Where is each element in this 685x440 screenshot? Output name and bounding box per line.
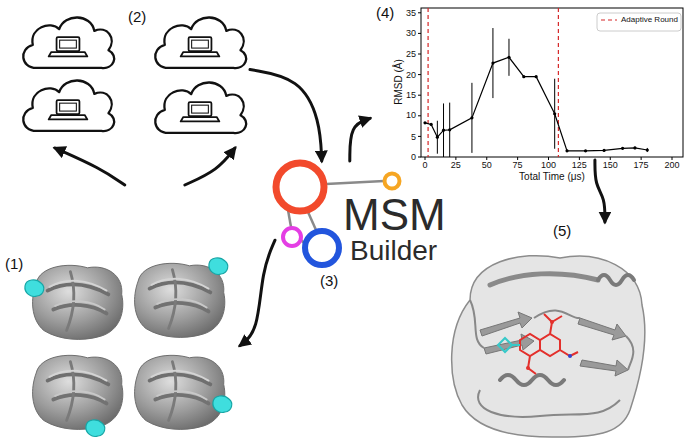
flow-arrow [350, 118, 370, 161]
protein-structure [452, 256, 645, 437]
data-point [646, 148, 649, 151]
x-tick-label: 100 [541, 160, 556, 170]
rmsd-line [425, 57, 647, 151]
y-tick-label: 0 [411, 152, 416, 162]
x-tick-label: 175 [634, 160, 649, 170]
callout-number: (1) [5, 255, 23, 272]
x-tick-label: 0 [422, 160, 427, 170]
protein-surfaces [25, 258, 232, 437]
y-tick-label: 5 [411, 132, 416, 142]
data-point [565, 149, 568, 152]
data-point [602, 149, 605, 152]
callout-number: (3) [320, 272, 338, 289]
x-tick [455, 157, 456, 160]
y-tick-label: 30 [406, 28, 416, 38]
x-tick-label: 125 [572, 160, 587, 170]
data-point [535, 75, 538, 78]
legend-entry: Adaptive Round [600, 15, 678, 25]
logo-wordmark: MSM [343, 190, 446, 241]
x-tick [425, 157, 426, 160]
data-point [448, 128, 451, 131]
cloud-icons [23, 17, 246, 133]
legend-line-sample [601, 19, 617, 20]
data-point [553, 112, 556, 115]
rmsd-chart-plot [418, 8, 683, 160]
y-tick-label: 15 [406, 90, 416, 100]
y-tick [418, 136, 421, 137]
x-tick [579, 157, 580, 160]
x-tick-label: 25 [451, 160, 461, 170]
data-point [584, 149, 587, 152]
y-tick-label: 20 [406, 70, 416, 80]
x-tick [517, 157, 518, 160]
adaptive-round-line [558, 8, 559, 157]
adaptive-round-line [427, 8, 428, 157]
x-tick-label: 150 [603, 160, 618, 170]
y-tick-label: 35 [406, 8, 416, 18]
structure-panel: (5) [465, 222, 685, 440]
cloud-panel: (2) [15, 0, 250, 148]
y-axis-title: RMSD (Å) [393, 59, 405, 105]
y-tick-label: 25 [406, 49, 416, 59]
plot-frame [421, 8, 683, 157]
flow-arrow [185, 148, 235, 185]
x-tick-label: 50 [482, 160, 492, 170]
logo-subtitle: Builder [350, 235, 437, 267]
y-tick [418, 74, 421, 75]
flow-arrow [240, 240, 275, 345]
callout-number: (2) [128, 8, 146, 25]
callout-number: (5) [553, 222, 571, 239]
x-tick [610, 157, 611, 160]
data-point [442, 129, 445, 132]
data-point [491, 61, 494, 64]
y-tick [418, 95, 421, 96]
x-tick-label: 200 [664, 160, 679, 170]
legend-swatch [600, 15, 618, 25]
y-tick [418, 157, 421, 158]
legend-text: Adaptive Round [621, 15, 678, 24]
data-point [430, 123, 433, 126]
data-point [470, 116, 473, 119]
y-tick [418, 12, 421, 13]
flow-arrow [250, 70, 322, 161]
data-point [621, 147, 624, 150]
x-tick [641, 157, 642, 160]
y-tick [418, 54, 421, 55]
y-tick-label: 10 [406, 110, 416, 120]
data-point [633, 146, 636, 149]
data-point [423, 121, 426, 124]
data-point [522, 75, 525, 78]
y-tick [418, 115, 421, 116]
x-tick-label: 75 [513, 160, 523, 170]
x-axis-title: Total Time (μs) [519, 171, 585, 183]
x-tick [548, 157, 549, 160]
msmbuilder-logo: MSMBuilder (3) [275, 161, 462, 293]
flow-arrow [55, 148, 125, 185]
data-point [436, 136, 439, 139]
legend-frame [597, 13, 681, 31]
callout-number: (4) [376, 4, 394, 21]
data-point [507, 56, 510, 59]
y-tick [418, 33, 421, 34]
protein-panel: (1) [0, 185, 240, 440]
x-tick [486, 157, 487, 160]
